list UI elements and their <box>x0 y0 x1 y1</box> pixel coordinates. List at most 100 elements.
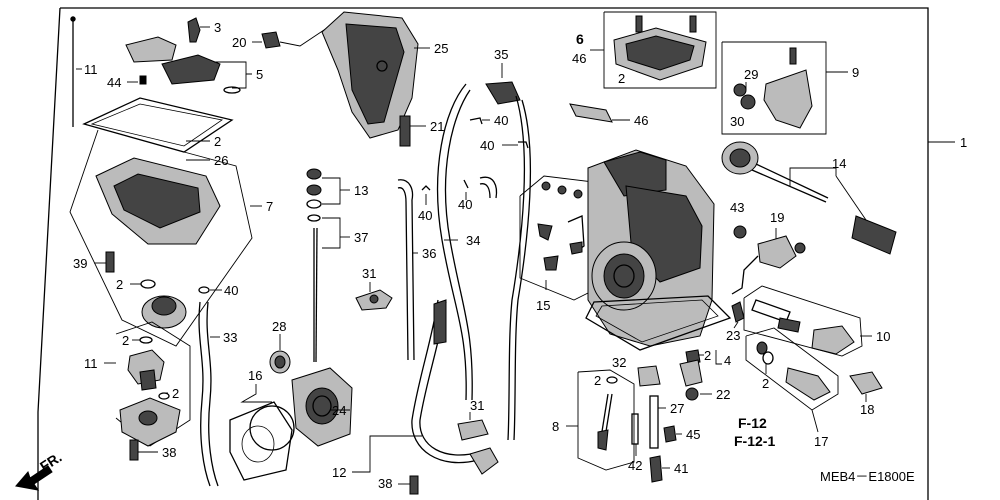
callout-13: 13 <box>354 183 368 198</box>
callout-31a: 31 <box>362 266 376 281</box>
callout-4: 4 <box>724 353 731 368</box>
hose-33 <box>198 301 211 487</box>
callout-43: 43 <box>730 200 744 215</box>
cable-12-spring <box>433 299 447 345</box>
callout-32: 32 <box>612 355 626 370</box>
callout-40c: 40 <box>494 113 508 128</box>
sensor-19 <box>757 235 797 269</box>
clip-40e <box>463 179 469 189</box>
callout-11b: 11 <box>84 356 98 371</box>
oring-17a <box>756 341 768 355</box>
callout-38a: 38 <box>162 445 176 460</box>
callout-46b: 46 <box>634 113 648 128</box>
callout-37: 37 <box>354 230 368 245</box>
valve-17 <box>785 367 831 401</box>
clip-40d <box>518 141 529 149</box>
oring-2d <box>158 392 170 400</box>
oring-2c <box>139 336 153 344</box>
callout-14: 14 <box>832 156 846 171</box>
pump-spring <box>139 369 157 391</box>
cover-25-hole <box>376 60 388 72</box>
cover-25-rib <box>345 23 405 125</box>
pump-cover-port <box>138 410 158 426</box>
callout-30: 30 <box>730 114 744 129</box>
callout-40a: 40 <box>224 283 238 298</box>
hot-start-10-spring <box>777 317 801 333</box>
callout-17: 17 <box>814 434 828 449</box>
callout-26: 26 <box>214 153 228 168</box>
callout-10: 10 <box>876 329 890 344</box>
callout-2a: 2 <box>214 134 221 149</box>
top-cover-6-inner <box>625 35 695 71</box>
frame-callout: 1 <box>960 135 967 150</box>
leader-37 <box>322 217 341 249</box>
frame-outline-left <box>37 7 61 500</box>
callout-46a: 46 <box>572 51 586 66</box>
ref-code-f12: F-12 <box>738 415 767 431</box>
clip-40b <box>421 185 431 191</box>
throttle-drum-core <box>729 148 751 168</box>
oring-2b <box>140 279 156 289</box>
callout-29: 29 <box>744 67 758 82</box>
screw-20 <box>261 31 281 49</box>
callout-2e: 2 <box>618 71 625 86</box>
callout-2c: 2 <box>122 333 129 348</box>
spring-14 <box>851 215 897 255</box>
hose-33-b <box>206 301 219 487</box>
callout-12: 12 <box>332 465 346 480</box>
screw-38b <box>409 475 419 495</box>
callout-3: 3 <box>214 20 221 35</box>
part-44 <box>139 75 147 85</box>
callout-15: 15 <box>536 298 550 313</box>
screw-9 <box>789 47 797 65</box>
sensor-19-wire <box>731 255 759 295</box>
screw-38a <box>129 439 139 461</box>
jet-45 <box>663 425 677 443</box>
needle-clip-13b <box>306 184 322 196</box>
rod-11-tip <box>70 16 76 22</box>
chamber-bracket <box>69 129 253 347</box>
float-cover-body <box>161 54 221 85</box>
callout-40d: 40 <box>480 138 494 153</box>
callout-35: 35 <box>494 47 508 62</box>
hose-35-joint <box>485 81 521 105</box>
sensor-19-screw <box>794 242 806 254</box>
float-cover-top <box>125 36 177 63</box>
box-9 <box>721 41 827 135</box>
oring-2i <box>606 376 618 384</box>
hot-start-10-valve <box>811 325 855 355</box>
callout-28: 28 <box>272 319 286 334</box>
leader-17 <box>811 409 819 433</box>
gasket-26-inner <box>90 103 224 147</box>
callout-16: 16 <box>248 368 262 383</box>
tube-36-b <box>397 187 409 361</box>
callout-40e: 40 <box>458 197 472 212</box>
part-15b <box>557 185 567 195</box>
ring-40a <box>198 286 210 294</box>
callout-2f: 2 <box>594 373 601 388</box>
plate-46 <box>569 103 613 123</box>
throttle-shaft-14-b <box>751 169 827 203</box>
callout-39: 39 <box>73 256 87 271</box>
clip-40c <box>469 117 483 125</box>
callout-9: 9 <box>852 65 859 80</box>
callout-42: 42 <box>628 458 642 473</box>
callout-38b: 38 <box>378 476 392 491</box>
part-15d <box>537 223 553 241</box>
carb-base <box>585 295 732 351</box>
throttle-shaft-14 <box>755 163 829 199</box>
screw-21 <box>399 115 411 147</box>
oring-16 <box>249 405 295 451</box>
plug-18 <box>849 371 883 395</box>
jet-3 <box>187 17 201 43</box>
callout-45: 45 <box>686 427 700 442</box>
callout-19: 19 <box>770 210 784 225</box>
needle-clip-13a <box>306 168 322 180</box>
bracket-31b <box>457 419 489 441</box>
fitting-4 <box>679 359 703 387</box>
cable-12-end <box>469 447 499 475</box>
intake-boot-24-port <box>305 387 339 425</box>
leader-14b <box>835 175 867 221</box>
callout-2d: 2 <box>172 386 179 401</box>
